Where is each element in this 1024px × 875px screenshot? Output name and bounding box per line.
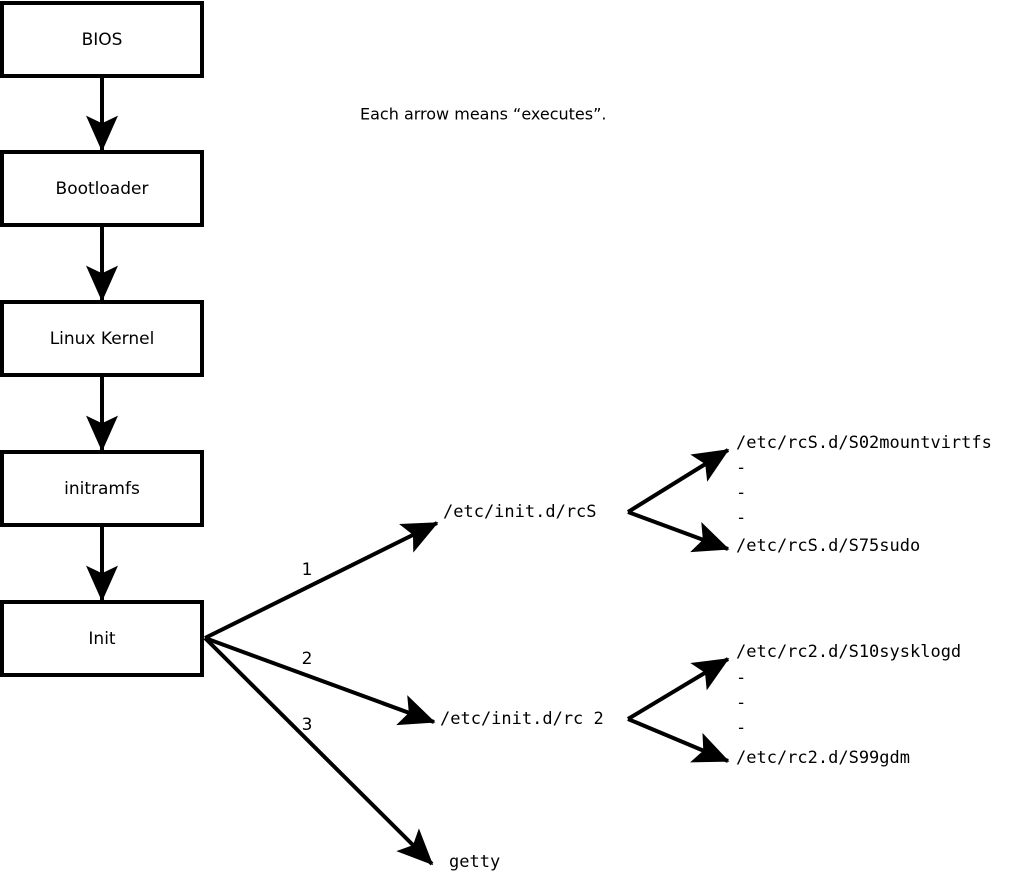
arrow-rcs-to-last-script [627, 510, 730, 553]
box-bios-label: BIOS [82, 30, 123, 50]
label-etc-init-d-rcs: /etc/init.d/rcS [443, 502, 597, 522]
label-getty: getty [449, 852, 500, 872]
edge-number-3: 3 [302, 715, 313, 735]
box-init: Init [0, 600, 204, 677]
rc2-scripts-group: /etc/rc2.d/S10sysklogd /etc/rc2.d/S99gdm… [626, 642, 961, 768]
label-rc2-last-script: /etc/rc2.d/S99gdm [736, 748, 910, 768]
arrow-rc2-to-first-script [626, 657, 730, 721]
init-targets-group: /etc/init.d/rcS /etc/init.d/rc 2 getty [440, 502, 604, 872]
label-rcs-last-script: /etc/rcS.d/S75sudo [736, 536, 920, 556]
arrow-init-to-rcs [204, 521, 439, 640]
arrow-rc2-to-last-script [627, 717, 730, 763]
label-rc2-first-script: /etc/rc2.d/S10sysklogd [736, 642, 961, 662]
box-init-rect [0, 600, 204, 677]
box-initramfs-label: initramfs [64, 479, 140, 499]
rcs-ellipsis-dash-1: - [736, 458, 746, 478]
rcs-ellipsis-dash-2: - [736, 483, 746, 503]
box-linux-kernel-rect [0, 300, 204, 377]
box-bootloader-label: Bootloader [56, 179, 149, 199]
box-bios-rect [0, 1, 204, 78]
label-etc-init-d-rc-2: /etc/init.d/rc 2 [440, 709, 604, 729]
rc2-ellipsis-dash-1: - [736, 668, 746, 688]
arrow-init-to-getty [203, 636, 434, 866]
box-bootloader: Bootloader [0, 150, 204, 227]
edge-number-1: 1 [302, 560, 313, 580]
arrow-init-to-rc2 [204, 636, 436, 726]
caption-text: Each arrow means “executes”. [360, 105, 606, 124]
rc2-ellipsis-dash-3: - [736, 718, 746, 738]
rc2-ellipsis-dash-2: - [736, 693, 746, 713]
box-init-label: Init [88, 629, 116, 649]
arrow-rcs-to-first-script [626, 448, 730, 514]
edge-number-2: 2 [302, 649, 313, 669]
box-linux-kernel-label: Linux Kernel [50, 329, 155, 349]
init-branch-arrows-group: 1 2 3 [203, 521, 439, 866]
box-initramfs: initramfs [0, 450, 204, 527]
boot-chain-group: BIOS Bootloader Linux Kernel initramfs I… [0, 1, 204, 677]
box-bios: BIOS [0, 1, 204, 78]
box-linux-kernel: Linux Kernel [0, 300, 204, 377]
label-rcs-first-script: /etc/rcS.d/S02mountvirtfs [736, 433, 992, 453]
rcs-scripts-group: /etc/rcS.d/S02mountvirtfs /etc/rcS.d/S75… [626, 433, 992, 556]
box-initramfs-rect [0, 450, 204, 527]
rcs-ellipsis-dash-3: - [736, 508, 746, 528]
